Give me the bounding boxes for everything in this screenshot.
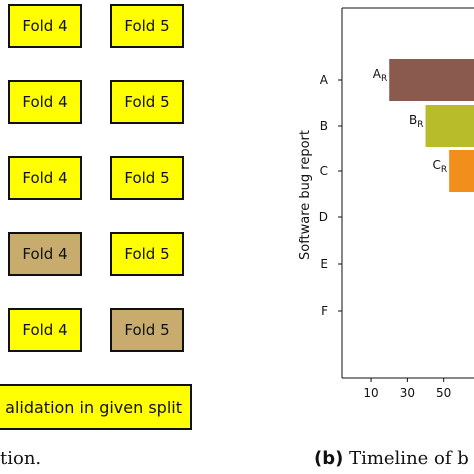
y-tick-label: A xyxy=(320,73,329,87)
fold-4-row-3: Fold 4 xyxy=(8,156,82,200)
legend-label: alidation in given split xyxy=(5,397,182,417)
y-tick-labels: A B C D E F xyxy=(319,73,342,318)
fold-label: Fold 5 xyxy=(124,321,170,339)
fold-label: Fold 5 xyxy=(124,169,170,187)
y-tick-label: C xyxy=(320,164,328,178)
axis-frame xyxy=(341,7,474,379)
fold-5-row-5: Fold 5 xyxy=(110,308,184,352)
fold-label: Fold 5 xyxy=(124,93,170,111)
x-tick-label: 10 xyxy=(363,386,378,400)
bar-label-b: BR xyxy=(409,113,424,130)
x-tick-label: 30 xyxy=(400,386,415,400)
fold-label: Fold 4 xyxy=(22,17,68,35)
caption-b-label: (b) xyxy=(314,448,344,469)
y-tick-label: F xyxy=(321,304,328,318)
y-axis-label: Software bug report xyxy=(298,130,313,260)
fold-5-row-4: Fold 5 xyxy=(110,232,184,276)
fold-label: Fold 4 xyxy=(22,169,68,187)
caption-a: tion. xyxy=(0,448,41,469)
bar-c xyxy=(449,150,474,192)
fold-5-row-2: Fold 5 xyxy=(110,80,184,124)
x-tick-labels: 10 30 50 xyxy=(363,378,451,400)
bar-label-a: AR xyxy=(373,67,387,84)
fold-4-row-5: Fold 4 xyxy=(8,308,82,352)
fold-label: Fold 5 xyxy=(124,245,170,263)
y-tick-label: E xyxy=(320,257,328,271)
fold-5-row-3: Fold 5 xyxy=(110,156,184,200)
fold-label: Fold 5 xyxy=(124,17,170,35)
caption-a-text: tion. xyxy=(0,448,42,469)
y-tick-label: D xyxy=(319,210,328,224)
bar-label-c: CR xyxy=(432,158,447,175)
fold-label: Fold 4 xyxy=(22,245,68,263)
fold-4-row-1: Fold 4 xyxy=(8,4,82,48)
y-tick-label: B xyxy=(320,119,328,133)
caption-b: (b) Timeline of b xyxy=(314,448,469,469)
fold-5-row-1: Fold 5 xyxy=(110,4,184,48)
fold-4-row-2: Fold 4 xyxy=(8,80,82,124)
bar-a xyxy=(389,59,474,101)
bars-group: AR BR CR xyxy=(373,59,474,192)
fold-4-row-4: Fold 4 xyxy=(8,232,82,276)
x-tick-label: 50 xyxy=(436,386,451,400)
bar-b xyxy=(425,105,474,147)
timeline-chart: Software bug report AR BR CR A B C D E F 10 30 50 xyxy=(298,7,474,400)
legend-box-validation: alidation in given split xyxy=(0,384,192,430)
caption-b-text: Timeline of b xyxy=(343,448,469,469)
fold-label: Fold 4 xyxy=(22,93,68,111)
fold-label: Fold 4 xyxy=(22,321,68,339)
